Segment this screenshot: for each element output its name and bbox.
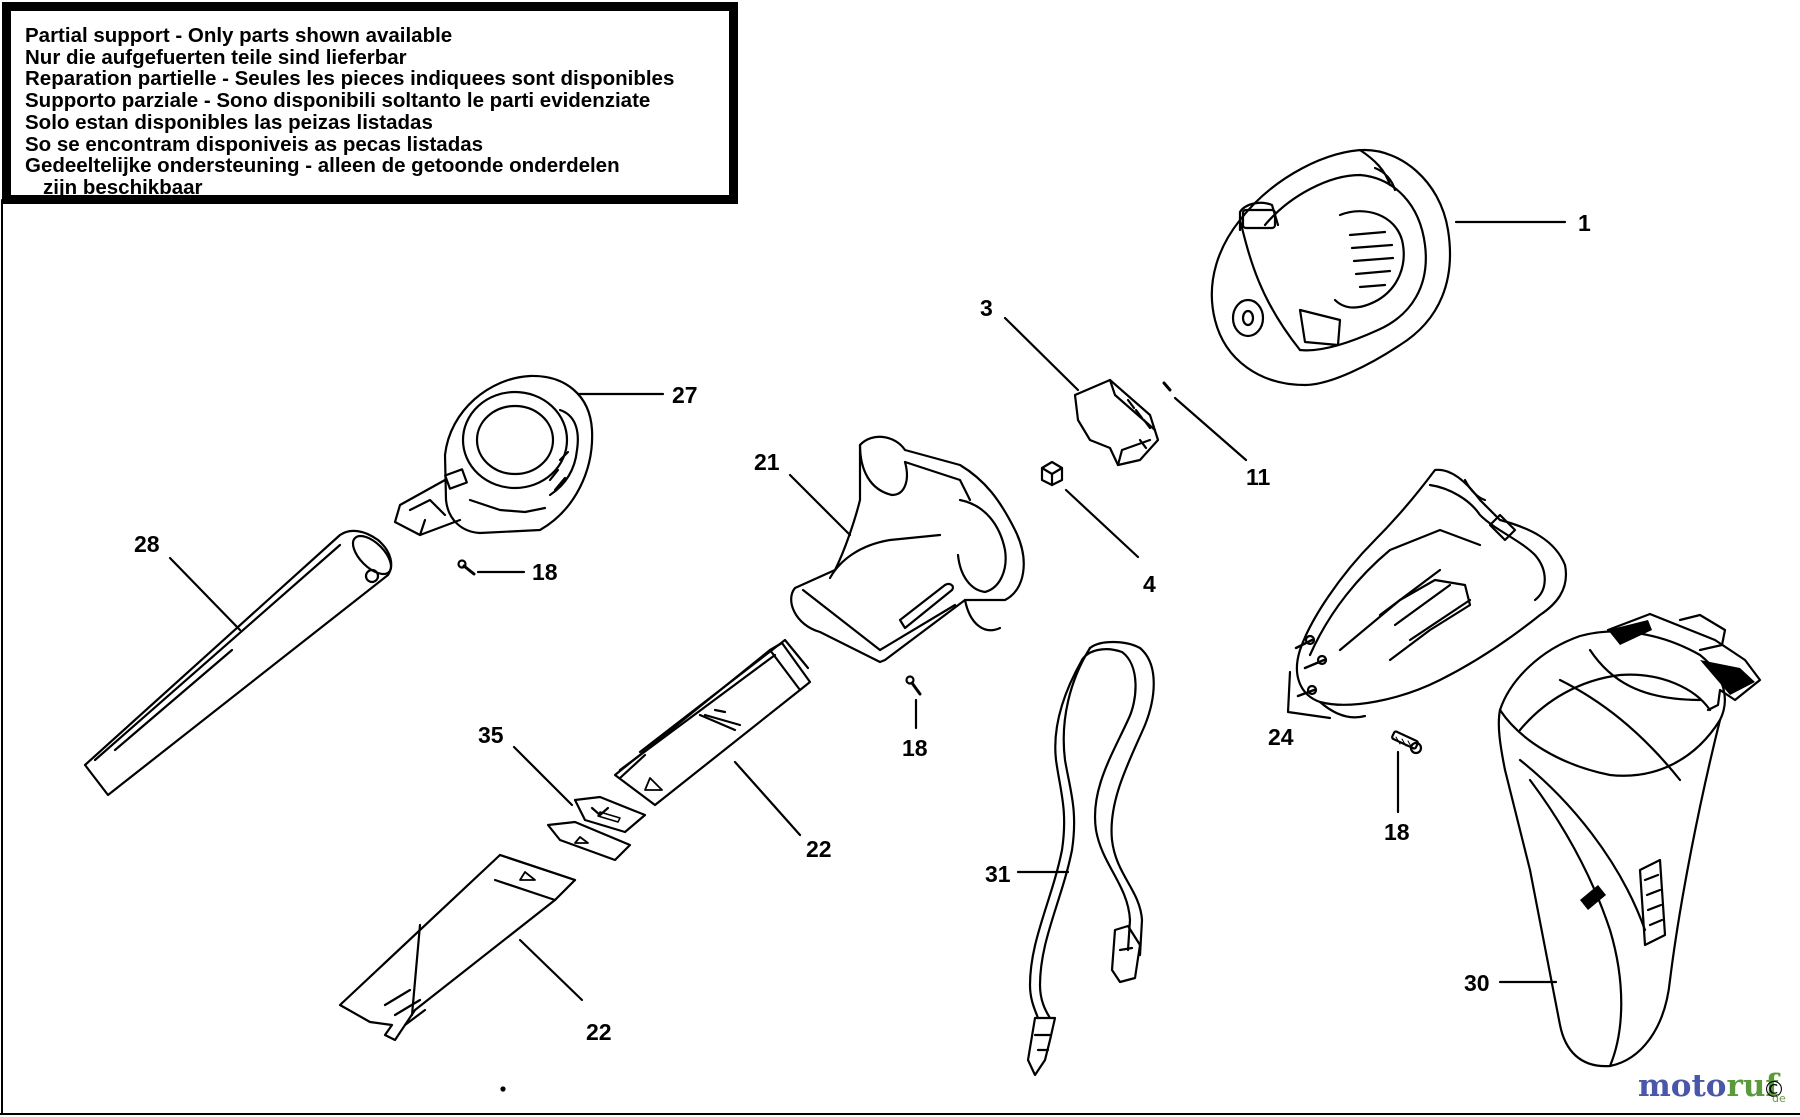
callout-22a: 22 xyxy=(806,836,832,862)
bracket-24 xyxy=(1286,670,1332,720)
callout-18b: 18 xyxy=(902,735,928,761)
part-24-lower-housing xyxy=(1294,468,1568,719)
notice-line-nl: Gedeeltelijke ondersteuning - alleen de … xyxy=(25,154,620,178)
callout-27: 27 xyxy=(672,382,698,408)
callout-24: 24 xyxy=(1268,724,1294,750)
notice-line-en: Partial support - Only parts shown avail… xyxy=(25,24,453,47)
leader-line-4 xyxy=(1064,488,1140,559)
part-31-shoulder-strap xyxy=(1026,640,1155,1077)
part-27-fan-housing xyxy=(393,374,594,537)
callout-1: 1 xyxy=(1578,210,1591,236)
callout-31: 31 xyxy=(985,861,1011,887)
part-18-screw-a xyxy=(457,559,476,576)
watermark-suffix: de xyxy=(1772,1092,1786,1105)
part-21-housing xyxy=(790,435,1025,664)
copyright-mark: © xyxy=(1763,1078,1785,1103)
notice-line-pt: So se encontram disponiveis as pecas lis… xyxy=(25,132,484,156)
leader-line-22b xyxy=(518,938,584,1002)
part-18-screw-b xyxy=(905,675,922,696)
part-22-label-strip-upper xyxy=(613,638,812,807)
leader-line-3 xyxy=(1003,316,1080,392)
part-18-screw-c xyxy=(1391,730,1423,755)
part-3-switch xyxy=(1073,378,1160,467)
part-11-pin xyxy=(1162,381,1172,392)
notice-line-es: Solo estan disponibles las peizas listad… xyxy=(25,110,433,134)
part-35-labels xyxy=(546,795,647,862)
callout-4: 4 xyxy=(1143,571,1156,597)
notice-line-it: Supporto parziale - Sono disponibili sol… xyxy=(25,89,651,113)
stray-dot xyxy=(500,1086,506,1092)
callout-28: 28 xyxy=(134,531,160,557)
notice-line-fr: Reparation partielle - Seules les pieces… xyxy=(25,67,675,91)
leader-line-11 xyxy=(1173,396,1248,462)
leader-line-22a xyxy=(733,760,802,837)
site-watermark: motoruf xyxy=(1638,1068,1779,1104)
part-28-blower-tube xyxy=(83,529,393,797)
callout-18a: 18 xyxy=(532,559,558,585)
callout-21: 21 xyxy=(754,449,780,475)
watermark-part-1: moto xyxy=(1638,1068,1727,1104)
notice-line-de: Nur die aufgefuerten teile sind lieferba… xyxy=(25,45,407,69)
watermark-part-2: ruf xyxy=(1726,1068,1779,1104)
notice-line-nl-cont: zijn beschikbaar xyxy=(43,175,203,199)
leader-line-28 xyxy=(168,556,242,632)
callout-22b: 22 xyxy=(586,1019,612,1045)
part-30-collection-bag xyxy=(1497,612,1762,1068)
part-1-motor-housing xyxy=(1210,148,1452,387)
availability-notice-box: Partial support - Only parts shown avail… xyxy=(2,2,738,204)
callout-3: 3 xyxy=(980,295,993,321)
leader-line-21 xyxy=(788,473,852,537)
part-4-nut xyxy=(1040,460,1064,487)
callout-11: 11 xyxy=(1246,464,1271,490)
part-22-label-strip-lower xyxy=(338,853,577,1042)
callout-35: 35 xyxy=(478,722,504,748)
leader-line-35 xyxy=(512,745,574,807)
callout-18c: 18 xyxy=(1384,819,1410,845)
callout-30: 30 xyxy=(1464,970,1490,996)
